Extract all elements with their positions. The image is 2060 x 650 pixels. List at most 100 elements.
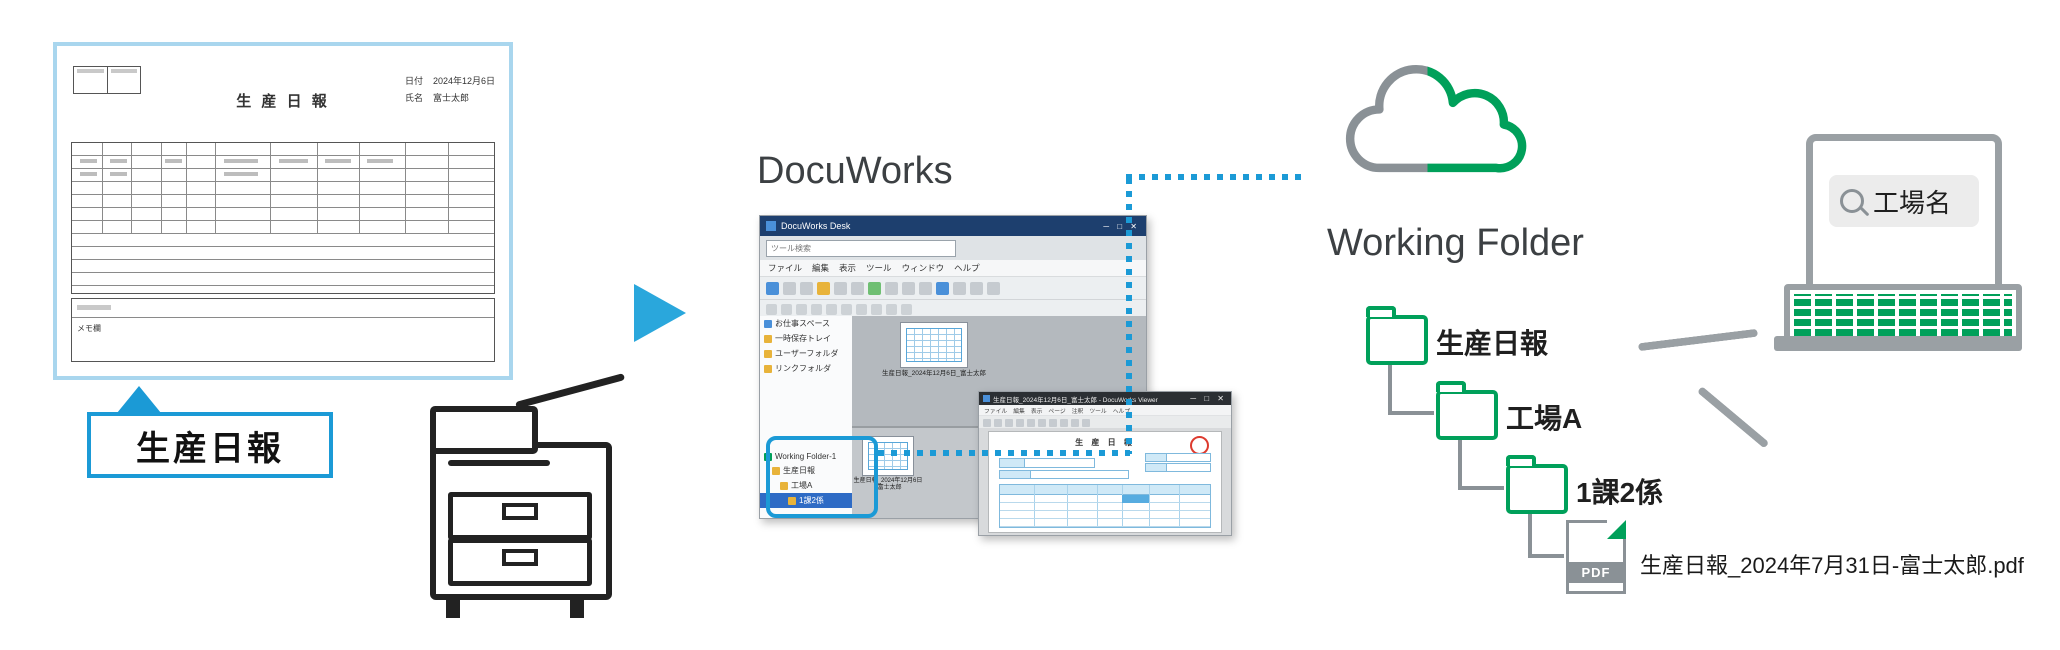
toolbar-icon[interactable] [826,303,837,315]
toolbar-icon[interactable] [834,281,847,295]
toolbar-icon[interactable] [1071,418,1079,427]
toolbar-icon[interactable] [919,281,932,295]
meta-value: 富士太郎 [432,93,469,103]
keyboard-keys [1794,294,2012,336]
desk-titlebar[interactable]: DocuWorks Desk ─ □ ✕ [760,216,1146,236]
flow-arrow-icon [634,284,686,342]
window-controls[interactable]: ─ □ ✕ [1103,221,1140,231]
menu-item[interactable]: ツール [866,263,892,273]
approval-cell [108,67,141,93]
toolbar-icon[interactable] [868,281,881,295]
working-folder-tree: Working Folder-1 生産日報 工場A 1課2係 [760,450,852,508]
toolbar-icon[interactable] [1005,418,1013,427]
search-icon [1840,189,1864,213]
scanned-document: 生 産 日 報 日付 2024年12月6日 氏名 富士太郎 [53,42,513,380]
toolbar-icon[interactable] [994,418,1002,427]
menu-item[interactable]: 表示 [1030,408,1043,415]
viewer-titlebar[interactable]: 生産日報_2024年12月6日_富士太郎 - DocuWorks Viewer … [979,392,1231,405]
thumbnail-caption: 生産日報_2024年12月6日_富士太郎 [881,370,987,377]
viewer-header-row [999,470,1129,479]
document-table [71,142,495,294]
toolbar-icon[interactable] [983,418,991,427]
tree-item[interactable]: 生産日報 [760,463,852,478]
approval-stamp-boxes [73,66,141,94]
toolbar-icon[interactable] [766,303,777,315]
app-icon [983,395,990,402]
menu-item[interactable]: ファイル [768,263,803,273]
document-meta: 日付 2024年12月6日 氏名 富士太郎 [405,74,495,108]
toolbar-icon[interactable] [902,281,915,295]
working-folder-heading: Working Folder [1327,222,1584,264]
printer-drawer [448,492,592,540]
menu-item[interactable]: 編集 [1013,408,1025,415]
toolbar-icon[interactable] [936,281,949,295]
document-thumbnail[interactable] [900,322,968,368]
toolbar-icon[interactable] [970,281,983,295]
toolbar-icon[interactable] [856,303,867,315]
toolbar-icon[interactable] [1049,418,1057,427]
document-memo-area: メモ欄 [71,298,495,362]
menu-item[interactable]: ツール [1089,408,1107,415]
menu-item[interactable]: ファイル [984,408,1008,415]
toolbar-icon[interactable] [766,281,779,295]
menu-item[interactable]: ウィンドウ [901,263,945,273]
tree-item[interactable]: リンクフォルダ [760,361,852,376]
menu-item[interactable]: ヘルプ [954,263,980,273]
desk-toolbar [760,277,1146,300]
toolbar-icon[interactable] [871,303,882,315]
printer-body [430,442,612,600]
menu-item[interactable]: 表示 [839,263,857,273]
pdf-file-name: 生産日報_2024年7月31日-富士太郎.pdf [1640,553,2024,578]
tree-item[interactable]: 工場A [760,478,852,493]
toolbar-icon[interactable] [886,303,897,315]
folder-icon [1506,455,1568,514]
approval-cell [74,67,108,93]
search-query-text: 工場名 [1873,187,1952,218]
toolbar-icon[interactable] [953,281,966,295]
tree-connector [1458,440,1504,490]
toolbar-icon[interactable] [1060,418,1068,427]
connector-line [1696,386,1770,449]
tree-item[interactable]: 一時保存トレイ [760,331,852,346]
toolbar-icon[interactable] [781,303,792,315]
tree-item-root[interactable]: Working Folder-1 [760,450,852,463]
toolbar-icon[interactable] [1027,418,1035,427]
docuworks-viewer-window: 生産日報_2024年12月6日_富士太郎 - DocuWorks Viewer … [978,391,1232,536]
menu-item[interactable]: ページ [1048,408,1066,415]
meta-value: 2024年12月6日 [432,76,495,86]
search-box[interactable]: 工場名 [1829,175,1979,227]
toolbar-icon[interactable] [817,281,830,295]
toolbar-icon[interactable] [841,303,852,315]
document-thumbnail[interactable] [862,436,914,476]
desk-menubar: ファイル 編集 表示 ツール ウィンドウ ヘルプ [760,260,1146,277]
toolbar-icon[interactable] [851,281,864,295]
folder-icon [1366,306,1428,365]
toolbar-icon[interactable] [1038,418,1046,427]
tool-search-input[interactable] [766,239,956,257]
toolbar-icon[interactable] [783,281,796,295]
menu-item[interactable]: 注釈 [1071,408,1084,415]
tree-item-selected[interactable]: 1課2係 [760,493,852,508]
document-callout-label: 生産日報 [87,412,333,478]
toolbar-icon[interactable] [1016,418,1024,427]
toolbar-icon[interactable] [885,281,898,295]
toolbar-icon[interactable] [796,303,807,315]
window-controls[interactable]: ─ □ ✕ [1190,394,1227,403]
menu-item[interactable]: 編集 [812,263,830,273]
tree-item[interactable]: ユーザーフォルダ [760,346,852,361]
tree-item[interactable]: お仕事スペース [760,316,852,331]
document-title: 生 産 日 報 [236,93,330,110]
folder-label: 生産日報 [1436,328,1549,359]
toolbar-icon[interactable] [811,303,822,315]
viewer-meta-table [1145,453,1211,473]
folder-label: 1課2係 [1576,477,1664,508]
toolbar-icon[interactable] [1082,418,1090,427]
toolbar-icon[interactable] [800,281,813,295]
docuworks-heading: DocuWorks [757,150,953,192]
menu-item[interactable]: ヘルプ [1112,408,1131,415]
toolbar-icon[interactable] [987,281,1000,295]
toolbar-icon[interactable] [901,303,912,315]
desk-folder-panel: お仕事スペース 一時保存トレイ ユーザーフォルダ リンクフォルダ Working… [760,316,853,518]
desk-search-row [760,236,1146,260]
